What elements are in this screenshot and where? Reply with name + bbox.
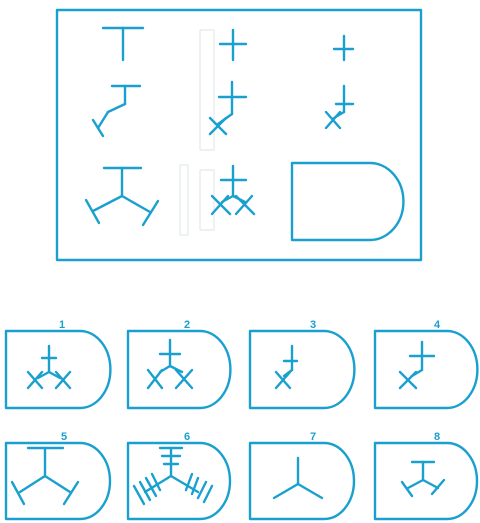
option-1-figure — [26, 344, 72, 390]
question-cell-2-3-small-cross-with-x — [324, 84, 355, 130]
question-cell-3-2-cross-with-double-x — [210, 164, 256, 216]
option-8[interactable] — [373, 441, 479, 521]
option-8-figure — [400, 460, 446, 498]
option-2[interactable] — [126, 329, 232, 410]
question-cell-3-3-missing — [290, 161, 405, 242]
option-7[interactable] — [248, 441, 356, 521]
option-1[interactable] — [4, 329, 112, 410]
option-8-frame — [373, 441, 479, 521]
option-3[interactable] — [248, 329, 356, 410]
option-2-frame — [126, 329, 232, 410]
option-7-figure — [272, 456, 324, 500]
option-4-figure — [398, 340, 436, 390]
option-2-figure — [146, 338, 194, 390]
option-7-label: 7 — [310, 431, 316, 443]
option-1-label: 1 — [59, 319, 65, 331]
option-6-label: 6 — [184, 431, 190, 443]
question-cell-2-2-cross-with-x — [208, 80, 248, 136]
option-8-label: 8 — [434, 431, 440, 443]
question-cell-2-1-tee-with-leg — [91, 84, 142, 138]
option-3-label: 3 — [310, 319, 316, 331]
question-cell-1-2-cross — [218, 28, 248, 62]
scan-artifact — [179, 29, 215, 236]
option-3-figure — [274, 344, 299, 390]
option-1-frame — [4, 329, 112, 410]
option-7-frame — [248, 441, 356, 521]
option-5-figure — [10, 446, 80, 506]
option-4-frame — [373, 329, 479, 410]
option-6-figure — [132, 446, 214, 506]
option-5-frame — [4, 441, 112, 521]
option-5[interactable] — [4, 441, 112, 521]
question-cell-3-1-tee-with-three-legs — [84, 166, 160, 227]
option-3-frame — [248, 329, 356, 410]
option-6[interactable] — [126, 441, 232, 521]
option-2-label: 2 — [184, 319, 190, 331]
option-4[interactable] — [373, 329, 479, 410]
question-cell-1-1-tee — [101, 26, 145, 62]
option-5-label: 5 — [61, 431, 67, 443]
question-frame — [55, 8, 423, 262]
question-cell-1-3-small-cross — [332, 34, 355, 62]
option-4-label: 4 — [434, 319, 441, 331]
option-6-frame — [126, 441, 232, 521]
